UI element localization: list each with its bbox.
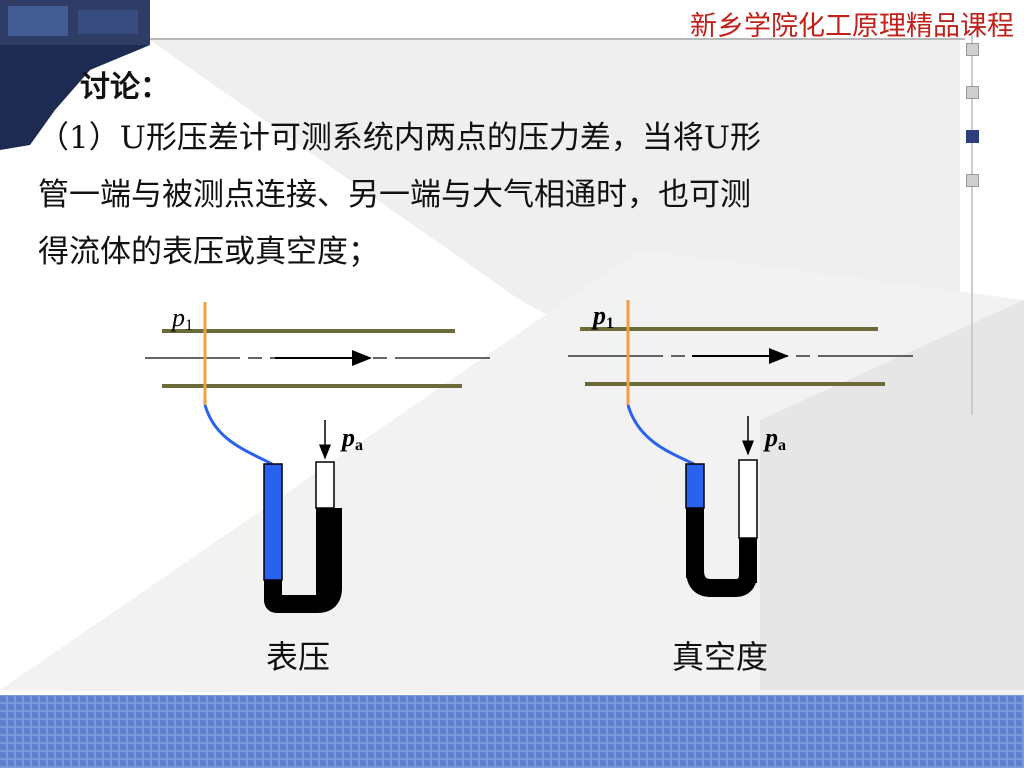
caption-gauge-pressure: 表压 — [266, 638, 331, 676]
connecting-tube — [626, 404, 695, 466]
u-tube-right-leg-empty — [315, 461, 335, 509]
label-pa: pa — [763, 423, 786, 454]
label-p1: p1 — [170, 303, 193, 334]
u-tube-right-leg-fluid — [739, 538, 757, 583]
paragraph-line-1: （1）U形压差计可测系统内两点的压力差，当将U形 — [38, 120, 761, 156]
paragraph-line-2: 管一端与被测点连接、另一端与大气相通时，也可测 — [38, 177, 751, 213]
paragraph-line-3: 得流体的表压或真空度； — [38, 234, 379, 270]
u-tube-left-leg-blue — [263, 463, 283, 581]
corner-curve — [0, 45, 150, 150]
vacuum-diagram: p1 pa — [568, 300, 918, 597]
label-pa: pa — [340, 423, 363, 454]
u-tube-left-leg-blue — [685, 463, 705, 509]
deco-square-4 — [966, 174, 979, 187]
discussion-heading: 讨论： — [80, 70, 170, 105]
deco-square-1 — [966, 43, 979, 56]
course-title: 新乡学院化工原理精品课程 — [690, 11, 1014, 42]
u-tube-right-leg-fluid — [316, 508, 334, 598]
footer-grid-band — [0, 695, 1024, 768]
u-tube-right-leg-empty — [738, 459, 758, 539]
label-p1: p1 — [591, 301, 614, 332]
discussion-paragraph: （1）U形压差计可测系统内两点的压力差，当将U形 管一端与被测点连接、另一端与大… — [38, 110, 978, 281]
bg-wedge-right — [760, 300, 1024, 690]
u-tube-left-leg-fluid — [686, 508, 704, 578]
deco-square-2 — [966, 86, 979, 99]
gauge-pressure-diagram: p1 pa — [145, 302, 495, 613]
deco-square-3 — [966, 130, 979, 143]
caption-vacuum: 真空度 — [672, 638, 769, 676]
connecting-tube — [203, 404, 273, 466]
